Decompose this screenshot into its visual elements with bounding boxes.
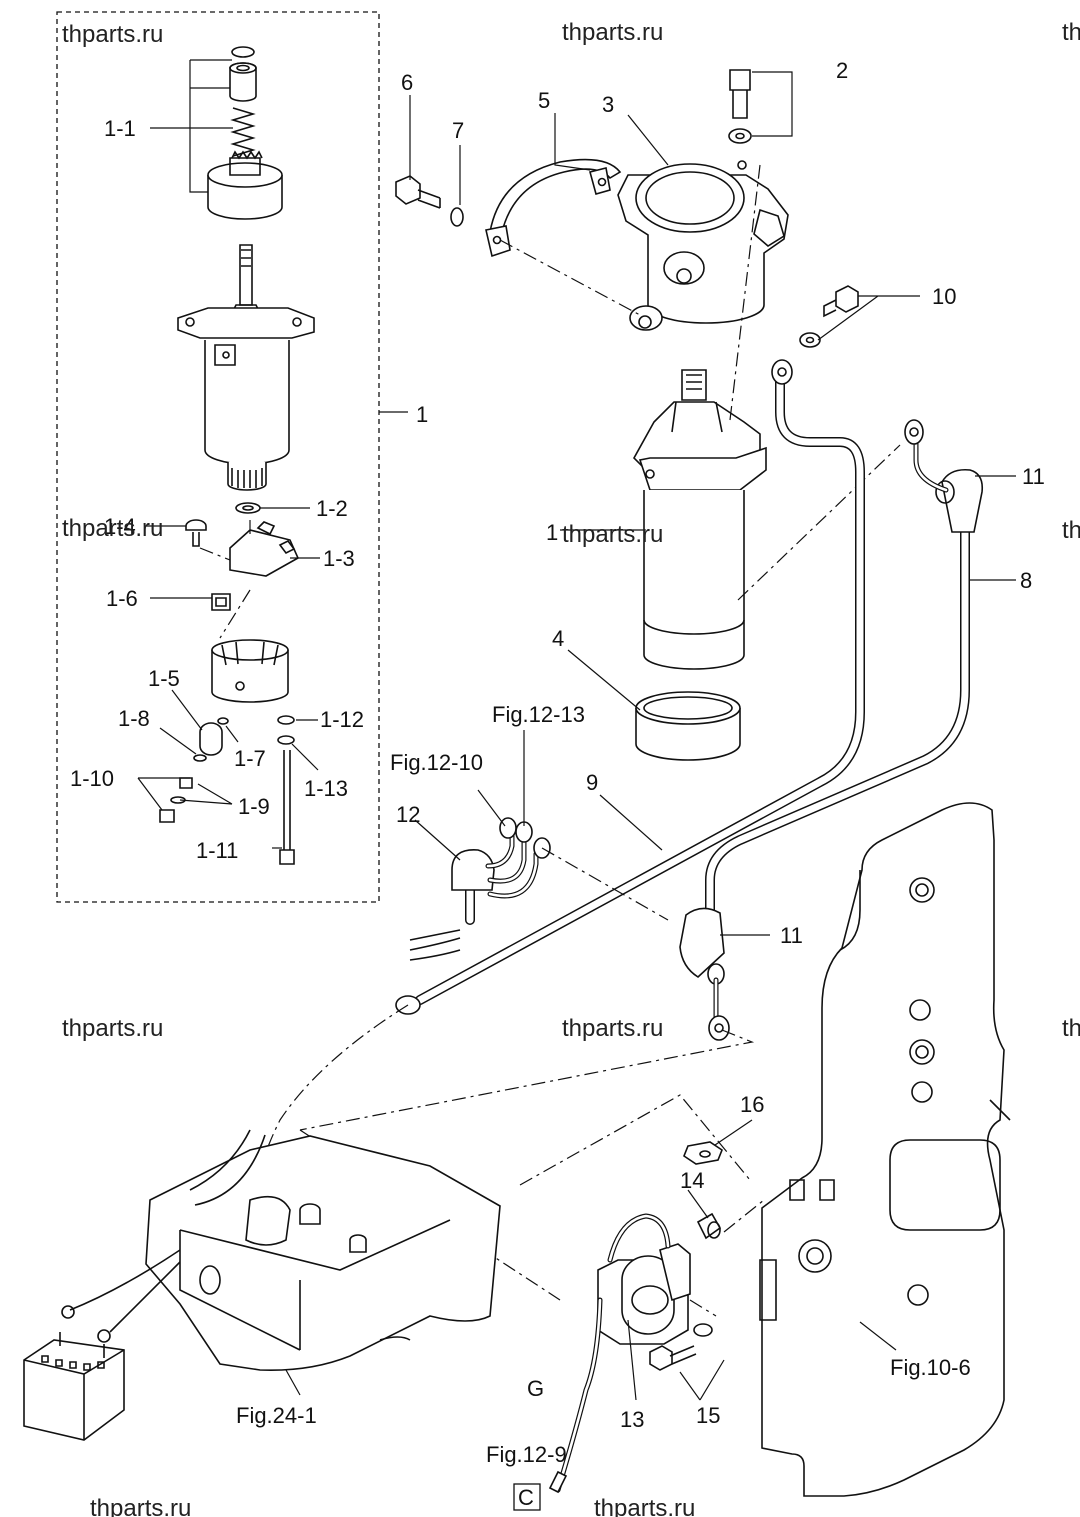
- label-3: 3: [602, 92, 614, 117]
- leader-lines: [137, 71, 1016, 1401]
- label-16: 16: [740, 1092, 764, 1117]
- label-fig-12-9: Fig.12-9: [486, 1442, 567, 1467]
- label-1b: 1: [546, 520, 558, 545]
- label-1-12: 1-12: [320, 707, 364, 732]
- watermark: thparts.ru: [562, 19, 663, 46]
- label-10: 10: [932, 284, 956, 309]
- label-1-5: 1-5: [148, 666, 180, 691]
- label-fig-12-13: Fig.12-13: [492, 702, 585, 727]
- label-1-7: 1-7: [234, 746, 266, 771]
- watermark: thparts.ru: [562, 1015, 663, 1042]
- label-11b: 11: [780, 923, 803, 948]
- label-1: 1: [416, 402, 428, 427]
- part-labels: 1 1-1 1-2 1-3 1-4 1-5 1-6 1-7 1-8 1-9 1-…: [70, 58, 1045, 1511]
- label-8: 8: [1020, 568, 1032, 593]
- starter-assembly: [395, 69, 901, 761]
- label-14: 14: [680, 1168, 704, 1193]
- label-13: 13: [620, 1407, 644, 1432]
- starter-relay: [548, 1141, 765, 1494]
- lower-cowling-and-battery: [23, 1129, 501, 1441]
- label-fig-12-10: Fig.12-10: [390, 750, 483, 775]
- label-1-3: 1-3: [323, 546, 355, 571]
- label-fig-24-1: Fig.24-1: [236, 1403, 317, 1428]
- watermark: th: [1062, 19, 1080, 46]
- watermarks: thparts.ru thparts.ru thparts.ru thparts…: [62, 19, 1080, 1517]
- label-1-11: 1-11: [196, 838, 238, 863]
- assembly-1-boundary: [56, 11, 380, 903]
- watermark: thparts.ru: [62, 1015, 163, 1042]
- label-1-8: 1-8: [118, 706, 150, 731]
- watermark: th: [1062, 517, 1080, 544]
- watermark: thparts.ru: [562, 521, 663, 548]
- label-5: 5: [538, 88, 550, 113]
- starter-exploded-view: [150, 46, 315, 865]
- watermark: thparts.ru: [90, 1495, 191, 1517]
- watermark: thparts.ru: [594, 1495, 695, 1517]
- label-1-13: 1-13: [304, 776, 348, 801]
- watermark: th: [1062, 1015, 1080, 1042]
- label-1-9: 1-9: [238, 794, 270, 819]
- section-box: [513, 1483, 541, 1511]
- engine-block: [759, 802, 1011, 1497]
- label-1-2: 1-2: [316, 496, 348, 521]
- label-12: 12: [396, 802, 420, 827]
- label-fig-10-6: Fig.10-6: [890, 1355, 971, 1380]
- label-1-4: 1-4: [104, 514, 136, 539]
- label-15: 15: [696, 1403, 720, 1428]
- label-g: G: [527, 1376, 544, 1401]
- label-7: 7: [452, 118, 464, 143]
- label-1-6: 1-6: [106, 586, 138, 611]
- label-9: 9: [586, 770, 598, 795]
- label-4: 4: [552, 626, 564, 651]
- label-11a: 11: [1022, 464, 1045, 489]
- watermark: thparts.ru: [62, 21, 163, 48]
- label-2: 2: [836, 58, 848, 83]
- label-6: 6: [401, 70, 413, 95]
- watermark: thparts.ru: [62, 515, 163, 542]
- label-section-c: C: [518, 1485, 534, 1510]
- label-1-10: 1-10: [70, 766, 114, 791]
- label-1-1: 1-1: [104, 116, 136, 141]
